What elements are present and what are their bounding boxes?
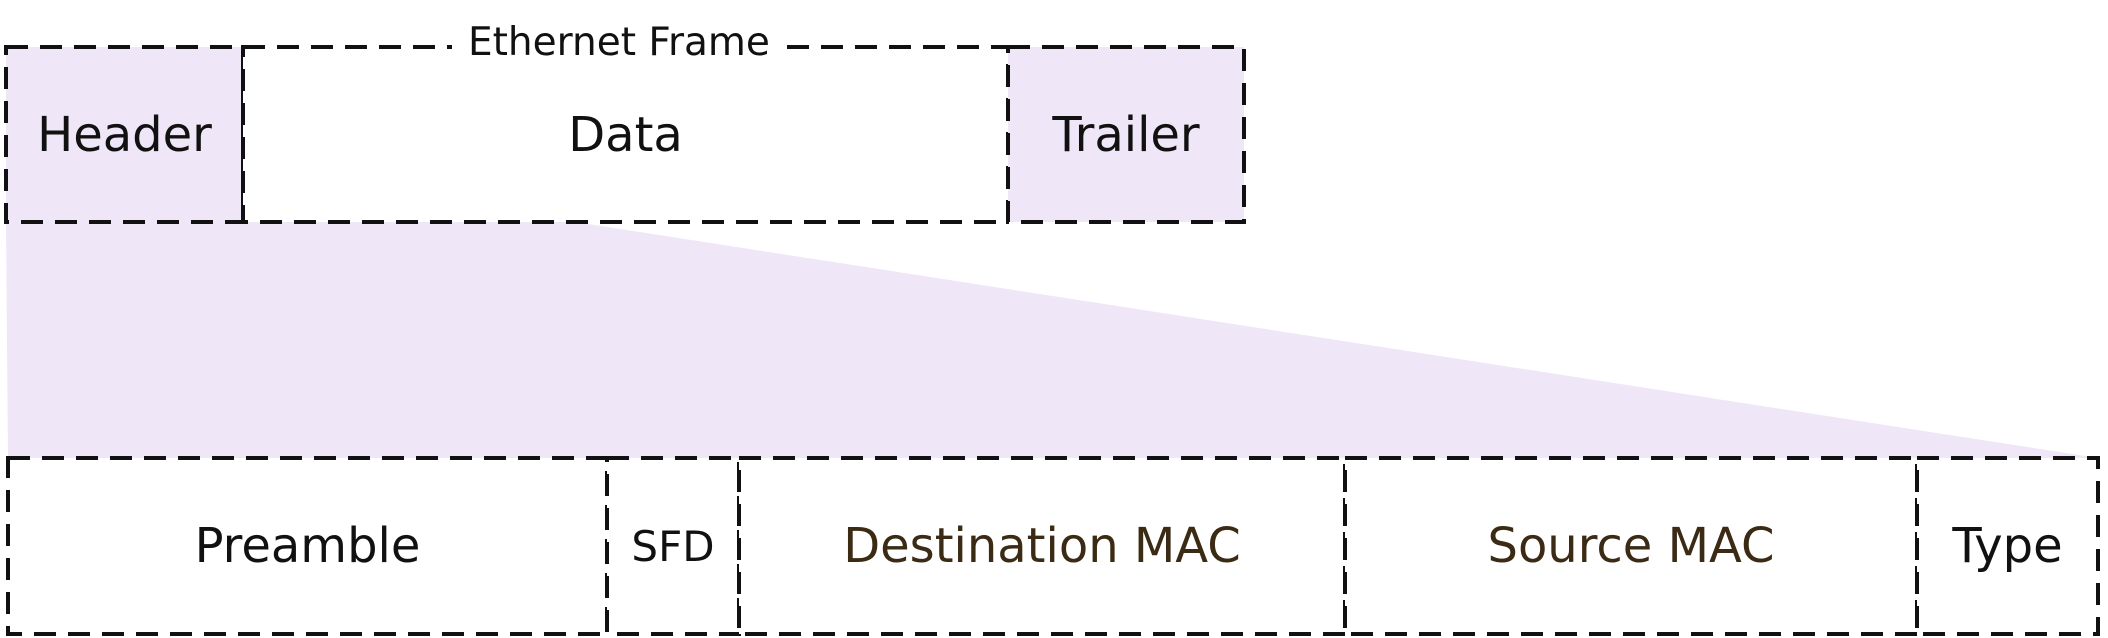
source-mac-block: [1343, 456, 1919, 636]
trailer-label: Trailer: [1052, 106, 1200, 163]
source-mac-label: Source MAC: [1487, 518, 1775, 574]
data-block: [241, 45, 1010, 224]
header-label: Header: [37, 106, 212, 163]
destination-mac-label: Destination MAC: [843, 518, 1241, 574]
preamble-label: Preamble: [194, 518, 421, 574]
trailer-block: [1006, 45, 1246, 224]
frame-title: Ethernet Frame: [452, 20, 786, 66]
type-block: [1915, 456, 2100, 636]
data-label: Data: [568, 106, 683, 163]
sfd-block: [605, 456, 741, 636]
preamble-block: [6, 456, 609, 636]
sfd-label: SFD: [631, 521, 715, 571]
type-label: Type: [1952, 518, 2063, 574]
zoom-wedge: [6, 222, 2098, 458]
